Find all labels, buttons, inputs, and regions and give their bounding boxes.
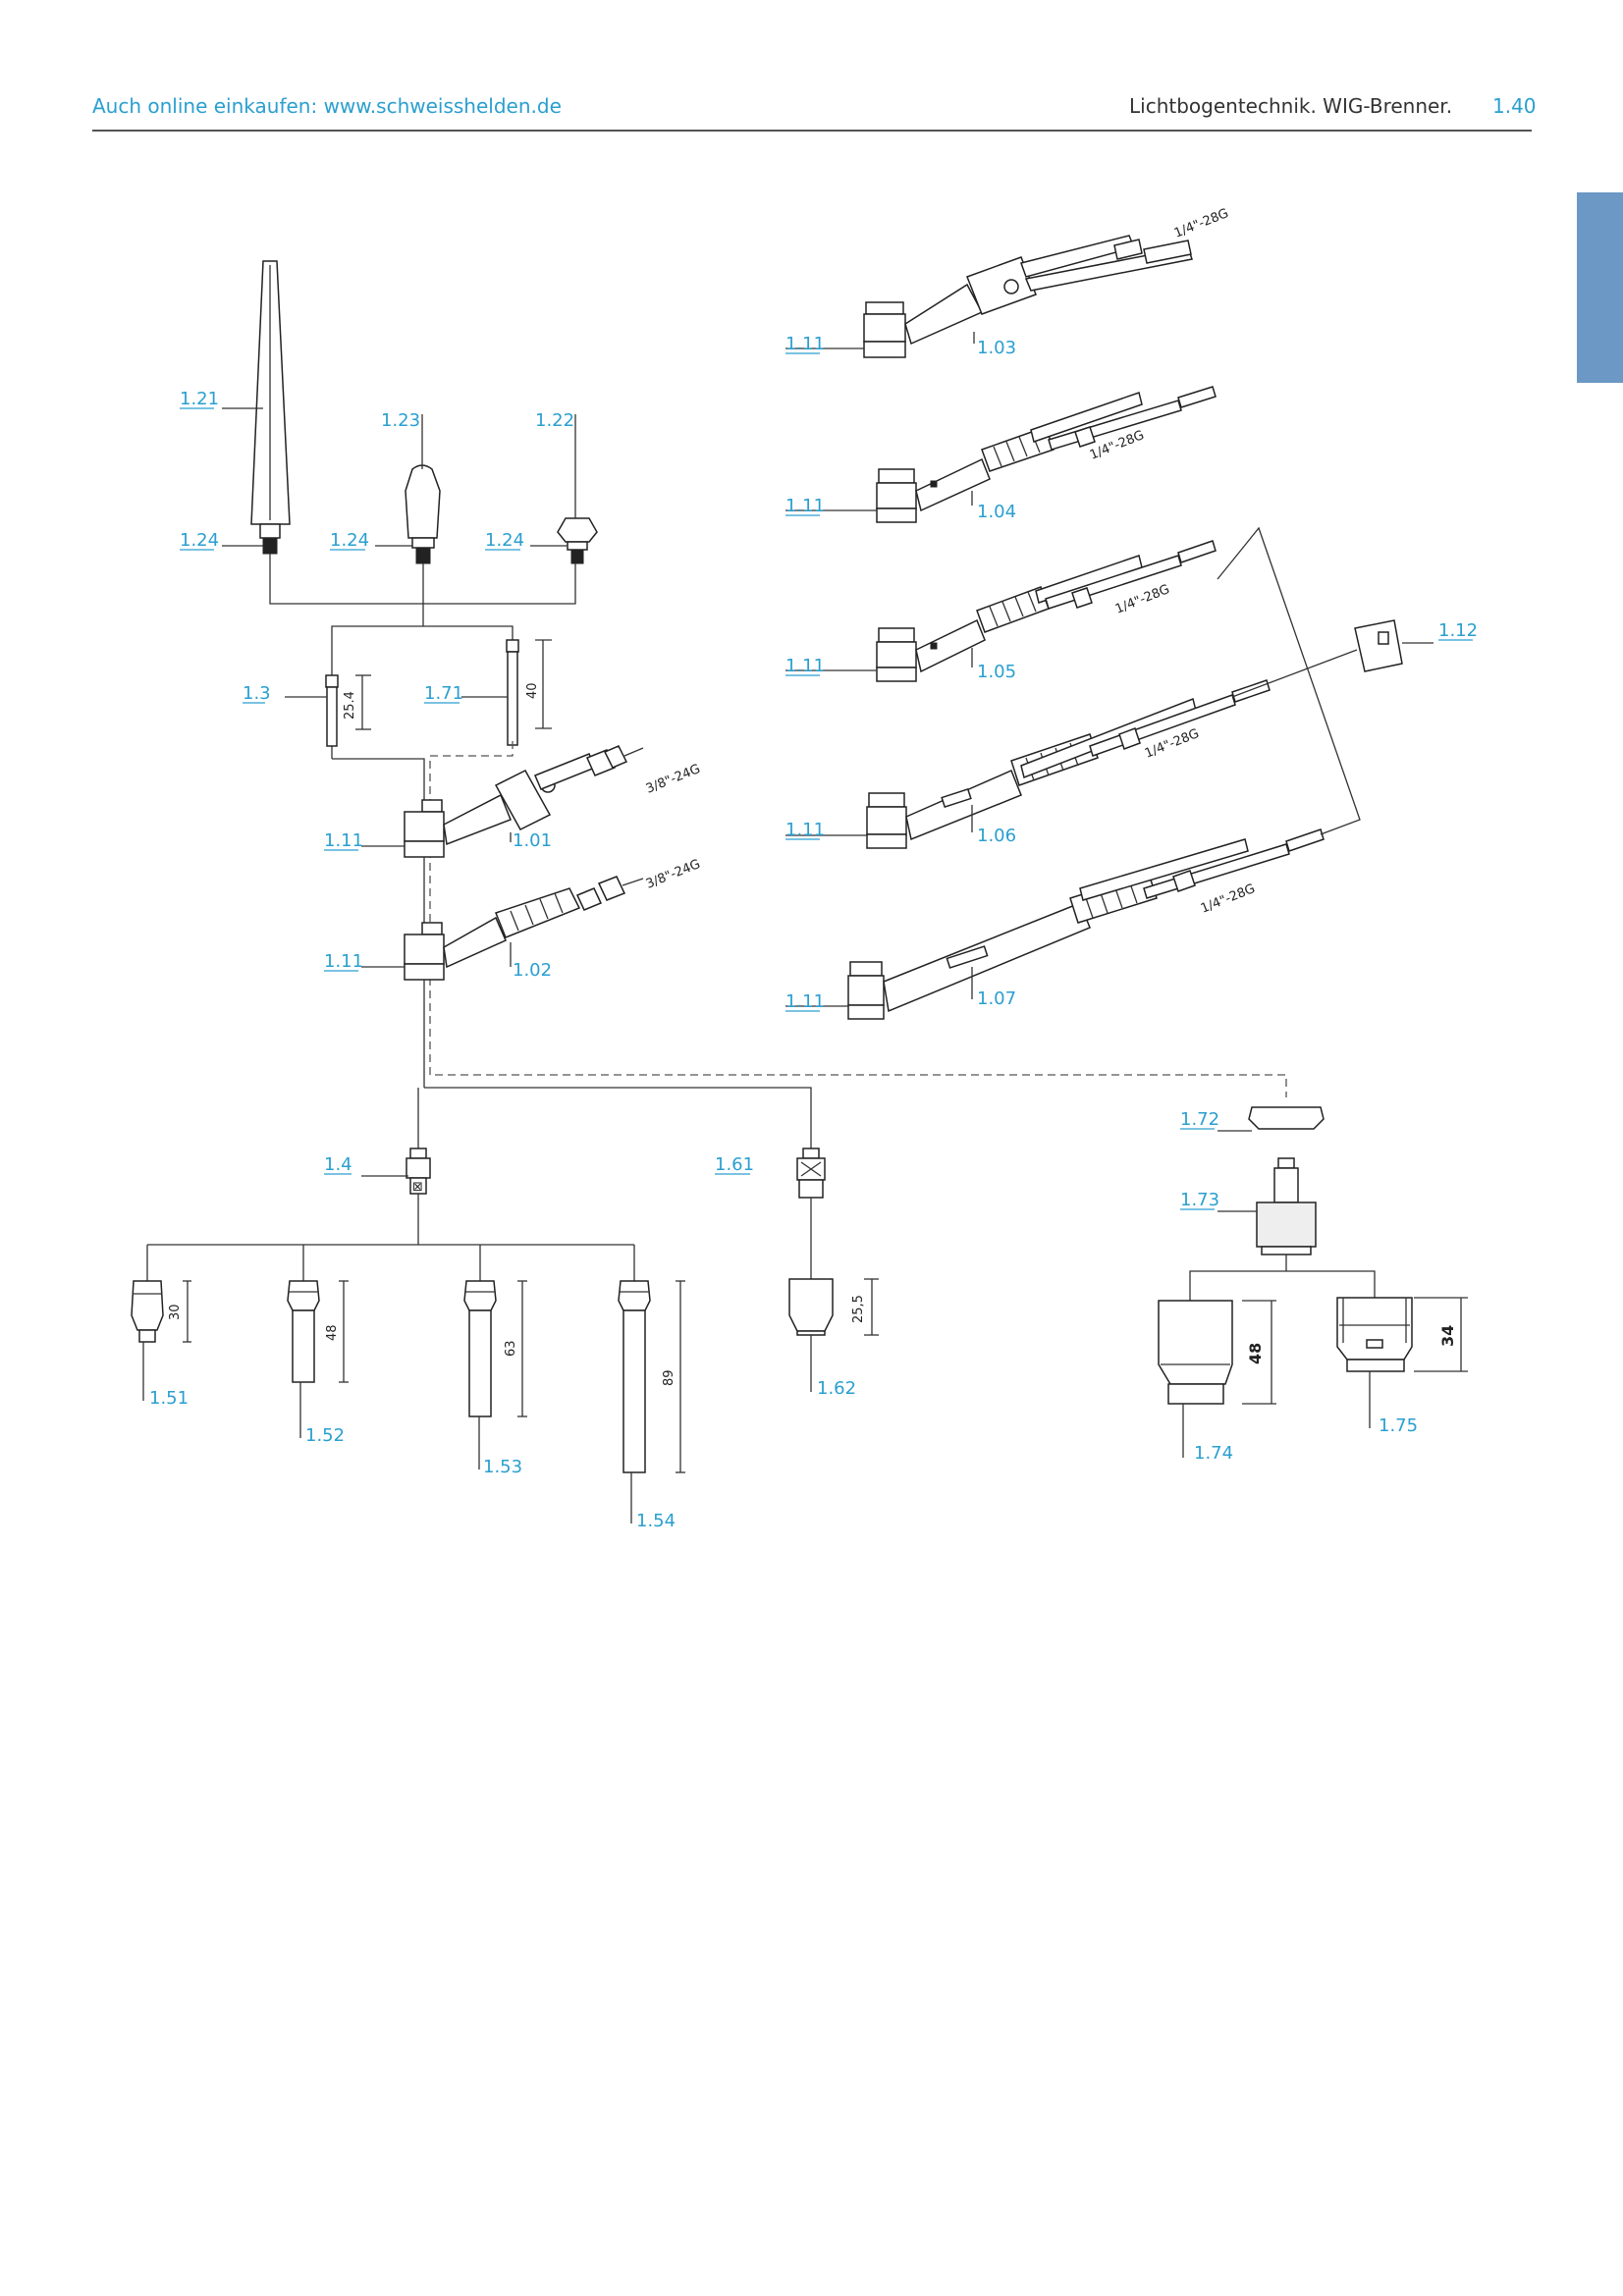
label-1-52: 1.52 bbox=[305, 1425, 345, 1446]
label-1-54: 1.54 bbox=[636, 1511, 676, 1531]
section-tab bbox=[1577, 192, 1623, 383]
label-1-11-d: 1.11 bbox=[785, 496, 825, 516]
torch-1-05 bbox=[876, 540, 1217, 682]
label-1-11-b: 1.11 bbox=[324, 951, 363, 972]
page-number: 1.40 bbox=[1492, 94, 1537, 118]
back-cap-button bbox=[557, 517, 598, 564]
label-1-74: 1.74 bbox=[1194, 1443, 1233, 1464]
label-1-11-a: 1.11 bbox=[324, 830, 363, 851]
dim-34: 34 bbox=[1438, 1325, 1457, 1347]
svg-text:⊠: ⊠ bbox=[412, 1180, 423, 1195]
label-1-4: 1.4 bbox=[324, 1154, 352, 1175]
label-1-01: 1.01 bbox=[513, 830, 552, 851]
label-1-22: 1.22 bbox=[535, 410, 574, 431]
torch-1-03 bbox=[863, 235, 1193, 358]
label-1-24-c: 1.24 bbox=[485, 530, 524, 551]
spacer-1-3 bbox=[325, 674, 339, 747]
label-1-05: 1.05 bbox=[977, 662, 1016, 682]
label-1-04: 1.04 bbox=[977, 502, 1016, 522]
thread-3-8-b: 3/8"-24G bbox=[644, 857, 703, 892]
cap-1-72 bbox=[1248, 1106, 1325, 1130]
online-shop-link[interactable]: Auch online einkaufen: www.schweisshelde… bbox=[92, 94, 562, 118]
label-1-11-g: 1.11 bbox=[785, 991, 825, 1012]
dim-48: 48 bbox=[325, 1324, 340, 1341]
nozzle-1-62 bbox=[788, 1278, 834, 1336]
dim-30: 30 bbox=[168, 1304, 183, 1320]
label-1-71: 1.71 bbox=[424, 683, 463, 704]
label-1-12: 1.12 bbox=[1438, 620, 1478, 641]
cup-1-74 bbox=[1158, 1300, 1233, 1405]
label-1-07: 1.07 bbox=[977, 988, 1016, 1009]
torch-1-04 bbox=[876, 386, 1217, 523]
torch-1-07 bbox=[847, 828, 1325, 1020]
thread-1-4-e: 1/4"-28G bbox=[1199, 881, 1258, 917]
label-1-51: 1.51 bbox=[149, 1388, 189, 1409]
dim-63: 63 bbox=[504, 1340, 518, 1357]
label-1-11-c: 1.11 bbox=[785, 334, 825, 354]
label-1-24-a: 1.24 bbox=[180, 530, 219, 551]
label-1-75: 1.75 bbox=[1379, 1415, 1418, 1436]
label-1-02: 1.02 bbox=[513, 960, 552, 981]
nozzle-1-54 bbox=[618, 1280, 651, 1473]
dim-89: 89 bbox=[662, 1369, 676, 1386]
back-cap-short bbox=[405, 464, 441, 564]
cup-1-75 bbox=[1336, 1297, 1413, 1372]
insulator-1-73 bbox=[1256, 1157, 1317, 1255]
dim-25-4: 25.4 bbox=[343, 691, 357, 720]
label-1-11-e: 1.11 bbox=[785, 656, 825, 676]
thread-3-8-a: 3/8"-24G bbox=[644, 762, 703, 797]
label-1-72: 1.72 bbox=[1180, 1109, 1219, 1130]
label-1-62: 1.62 bbox=[817, 1378, 856, 1399]
label-1-06: 1.06 bbox=[977, 826, 1016, 846]
torch-body-1-01 bbox=[404, 745, 644, 858]
label-1-73: 1.73 bbox=[1180, 1190, 1219, 1210]
collet-body-1-4: ⊠ bbox=[406, 1148, 431, 1195]
dim-25-5: 25,5 bbox=[851, 1295, 866, 1323]
label-1-11-f: 1.11 bbox=[785, 820, 825, 840]
label-1-23: 1.23 bbox=[381, 410, 420, 431]
section-title: Lichtbogentechnik. WIG-Brenner. bbox=[1129, 94, 1453, 118]
back-cap-long bbox=[250, 260, 291, 555]
collet-body-1-61 bbox=[796, 1148, 826, 1199]
header-rule bbox=[92, 130, 1532, 132]
label-1-21: 1.21 bbox=[180, 389, 219, 409]
nozzle-1-52 bbox=[287, 1280, 320, 1383]
thread-1-4-c: 1/4"-28G bbox=[1113, 582, 1172, 617]
back-cap-1-12 bbox=[1354, 619, 1403, 672]
torch-1-06 bbox=[866, 679, 1271, 849]
label-1-03: 1.03 bbox=[977, 338, 1016, 358]
label-1-24-b: 1.24 bbox=[330, 530, 369, 551]
label-1-3: 1.3 bbox=[243, 683, 271, 704]
torch-body-1-02 bbox=[404, 876, 644, 981]
label-1-53: 1.53 bbox=[483, 1457, 522, 1477]
nozzle-1-53 bbox=[463, 1280, 497, 1417]
label-1-61: 1.61 bbox=[715, 1154, 754, 1175]
dim-48-b: 48 bbox=[1246, 1343, 1265, 1364]
spacer-1-71 bbox=[506, 639, 519, 746]
thread-1-4-a: 1/4"-28G bbox=[1172, 206, 1231, 241]
nozzle-1-51 bbox=[131, 1280, 164, 1343]
dim-40: 40 bbox=[525, 682, 540, 699]
